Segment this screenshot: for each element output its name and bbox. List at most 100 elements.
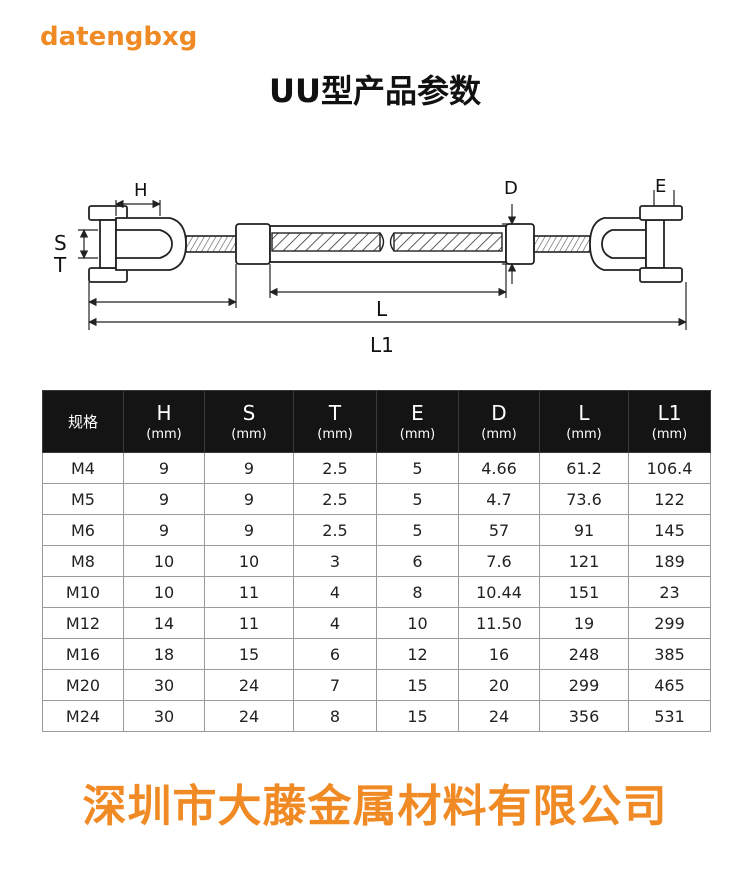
right-clevis xyxy=(589,205,683,283)
table-cell: 91 xyxy=(539,514,629,546)
table-cell: 7.6 xyxy=(458,545,540,577)
table-cell: 19 xyxy=(539,607,629,639)
table-cell: 11 xyxy=(204,607,294,639)
table-cell: 20 xyxy=(458,669,540,701)
header-t: T(mm) xyxy=(293,390,377,453)
turnbuckle-body xyxy=(235,223,535,265)
left-clevis xyxy=(88,205,187,283)
table-cell: 23 xyxy=(628,576,711,608)
table-header-row: 规格 H(mm) S(mm) T(mm) E(mm) D(mm) L(mm) L… xyxy=(42,390,711,453)
header-l1: L1(mm) xyxy=(628,390,711,453)
table-cell: 106.4 xyxy=(628,452,711,484)
table-cell: 7 xyxy=(293,669,377,701)
table-cell: 9 xyxy=(123,483,205,515)
cell-spec: M4 xyxy=(42,452,124,484)
table-cell: 73.6 xyxy=(539,483,629,515)
table-cell: 15 xyxy=(376,700,459,732)
table-cell: 5 xyxy=(376,452,459,484)
cell-spec: M5 xyxy=(42,483,124,515)
header-spec: 规格 xyxy=(42,390,124,453)
table-cell: 61.2 xyxy=(539,452,629,484)
table-cell: 57 xyxy=(458,514,540,546)
table-cell: 10 xyxy=(123,576,205,608)
cell-spec: M12 xyxy=(42,607,124,639)
turnbuckle-diagram: H S T D E L L1 xyxy=(53,176,687,357)
table-cell: 8 xyxy=(376,576,459,608)
table-cell: 30 xyxy=(123,700,205,732)
table-cell: 15 xyxy=(376,669,459,701)
label-d: D xyxy=(504,178,518,199)
table-cell: 14 xyxy=(123,607,205,639)
cell-spec: M24 xyxy=(42,700,124,732)
page-title: UU型产品参数 xyxy=(269,72,481,110)
table-cell: 248 xyxy=(539,638,629,670)
header-e: E(mm) xyxy=(376,390,459,453)
table-cell: 299 xyxy=(628,607,711,639)
table-cell: 356 xyxy=(539,700,629,732)
header-d: D(mm) xyxy=(458,390,540,453)
table-cell: 9 xyxy=(204,483,294,515)
label-e: E xyxy=(655,176,666,197)
table-cell: 11 xyxy=(204,576,294,608)
label-t: T xyxy=(53,253,67,277)
table-cell: 385 xyxy=(628,638,711,670)
table-cell: 4 xyxy=(293,607,377,639)
table-cell: 10.44 xyxy=(458,576,540,608)
cell-spec: M20 xyxy=(42,669,124,701)
spec-table: 规格 H(mm) S(mm) T(mm) E(mm) D(mm) L(mm) L… xyxy=(42,390,711,732)
cell-spec: M6 xyxy=(42,514,124,546)
table-cell: 9 xyxy=(204,514,294,546)
table-cell: 11.50 xyxy=(458,607,540,639)
cell-spec: M16 xyxy=(42,638,124,670)
table-cell: 2.5 xyxy=(293,514,377,546)
table-cell: 2.5 xyxy=(293,452,377,484)
table-cell: 3 xyxy=(293,545,377,577)
table-cell: 10 xyxy=(204,545,294,577)
table-cell: 10 xyxy=(376,607,459,639)
left-thread xyxy=(185,235,237,253)
table-cell: 6 xyxy=(376,545,459,577)
table-cell: 121 xyxy=(539,545,629,577)
table-cell: 30 xyxy=(123,669,205,701)
label-h: H xyxy=(134,180,148,201)
table-cell: 151 xyxy=(539,576,629,608)
table-cell: 531 xyxy=(628,700,711,732)
table-cell: 15 xyxy=(204,638,294,670)
header-h: H(mm) xyxy=(123,390,205,453)
brand-logo-text: datengbxg xyxy=(40,22,198,52)
right-thread xyxy=(533,235,591,253)
table-cell: 4.7 xyxy=(458,483,540,515)
table-cell: 6 xyxy=(293,638,377,670)
table-cell: 9 xyxy=(204,452,294,484)
table-cell: 2.5 xyxy=(293,483,377,515)
table-cell: 5 xyxy=(376,514,459,546)
table-cell: 12 xyxy=(376,638,459,670)
table-cell: 8 xyxy=(293,700,377,732)
table-cell: 24 xyxy=(458,700,540,732)
label-s: S xyxy=(54,231,67,255)
table-cell: 122 xyxy=(628,483,711,515)
header-l: L(mm) xyxy=(539,390,629,453)
table-cell: 189 xyxy=(628,545,711,577)
table-cell: 4.66 xyxy=(458,452,540,484)
table-cell: 18 xyxy=(123,638,205,670)
table-cell: 9 xyxy=(123,452,205,484)
table-cell: 5 xyxy=(376,483,459,515)
table-cell: 10 xyxy=(123,545,205,577)
label-l: L xyxy=(376,297,388,321)
table-cell: 299 xyxy=(539,669,629,701)
label-l1: L1 xyxy=(370,333,394,357)
table-cell: 145 xyxy=(628,514,711,546)
cell-spec: M10 xyxy=(42,576,124,608)
cell-spec: M8 xyxy=(42,545,124,577)
table-cell: 9 xyxy=(123,514,205,546)
